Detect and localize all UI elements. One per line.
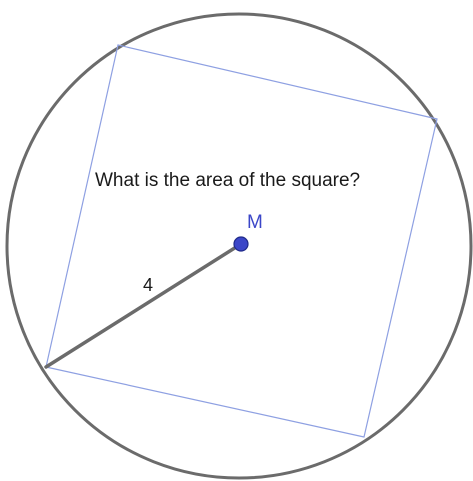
center-point-label: M: [247, 212, 263, 233]
radius-segment: [44, 242, 243, 369]
center-point[interactable]: [233, 236, 249, 252]
question-text: What is the area of the square?: [95, 170, 360, 191]
radius-label: 4: [143, 275, 153, 295]
inscribed-square: [45, 44, 438, 438]
circle: [5, 12, 473, 480]
